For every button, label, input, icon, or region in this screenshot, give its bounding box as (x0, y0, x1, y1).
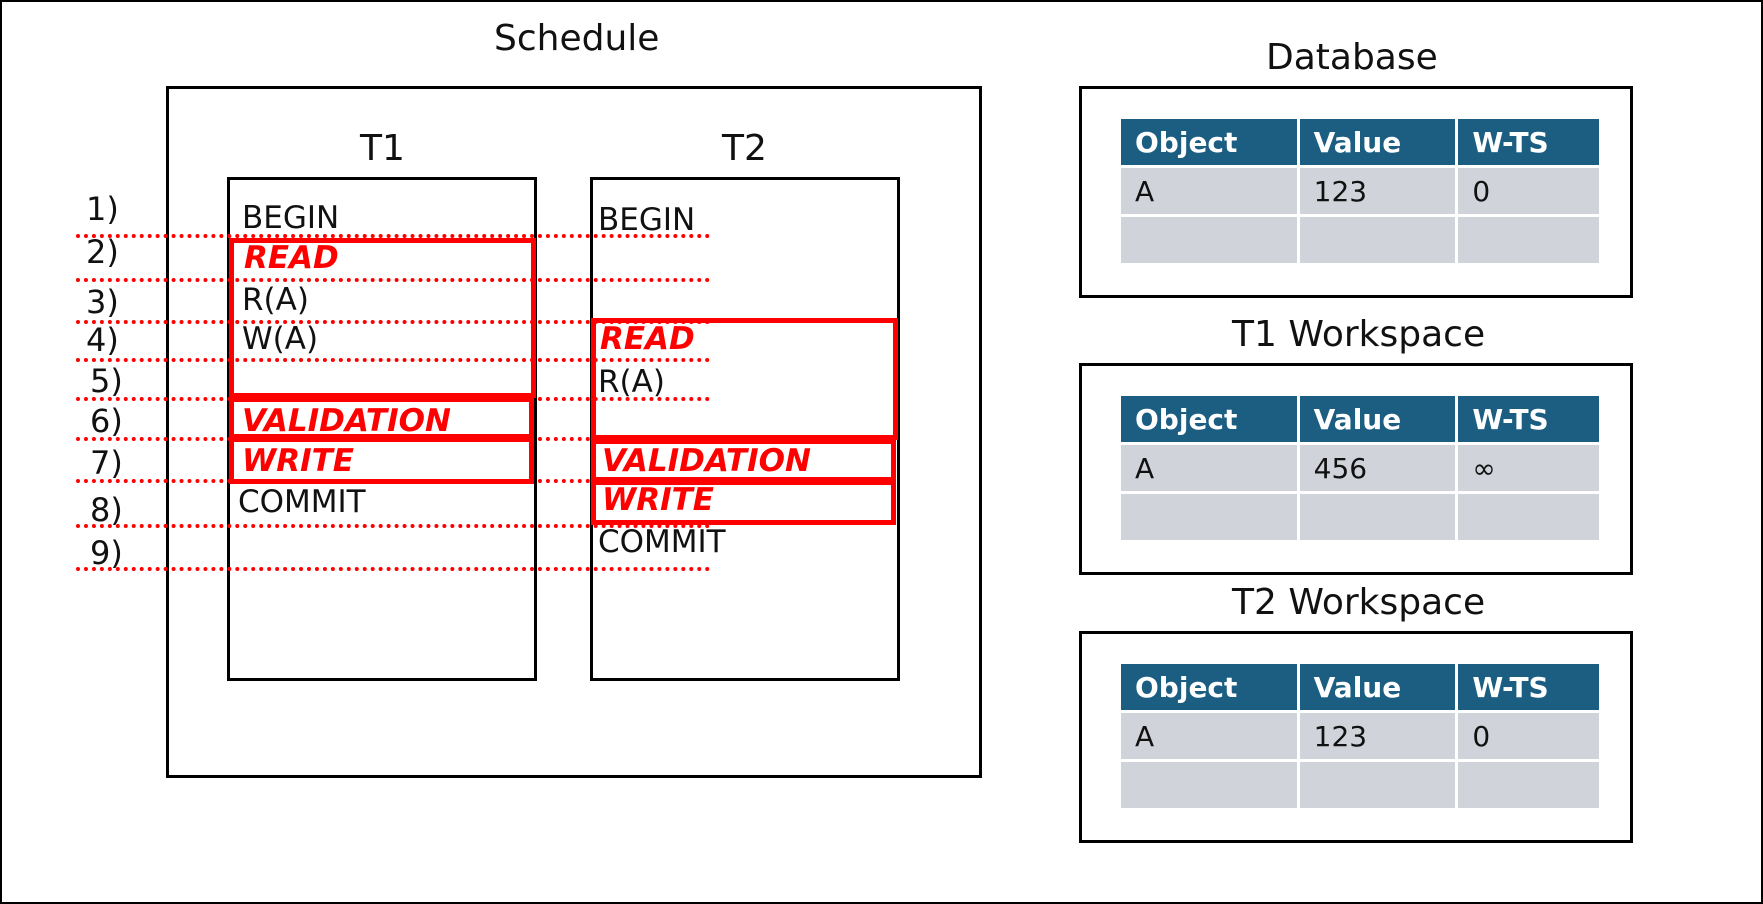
step-6: 6) (90, 402, 123, 440)
table-cell: 123 (1299, 168, 1456, 214)
t1-write-phase-label: WRITE (242, 443, 354, 479)
table-cell: 123 (1299, 713, 1456, 759)
step-9: 9) (90, 534, 123, 572)
table-cell (1121, 217, 1297, 263)
t1-op-commit: COMMIT (238, 484, 366, 520)
table-cell (1299, 494, 1456, 540)
t2-write-phase-label: WRITE (602, 482, 714, 518)
table-cell (1121, 762, 1297, 808)
t1-read-phase-label: READ (244, 240, 339, 276)
t1-op-read-a: R(A) (242, 282, 309, 318)
step-5: 5) (90, 362, 123, 400)
table-cell: A (1121, 168, 1297, 214)
schedule-box (166, 86, 982, 778)
column-header: W-TS (1458, 664, 1599, 710)
t1-read-phase-box (229, 238, 536, 398)
step-2: 2) (86, 233, 119, 271)
table-cell (1458, 494, 1599, 540)
table-cell (1458, 217, 1599, 263)
step-3: 3) (86, 283, 119, 321)
step-divider (76, 278, 710, 282)
t2-label: T2 (722, 128, 767, 169)
t2-read-phase-box (591, 318, 898, 440)
t2-workspace-title: T2 Workspace (1232, 582, 1486, 623)
column-header: Object (1121, 664, 1297, 710)
step-divider (76, 524, 710, 528)
t1-validation-phase-box (229, 397, 534, 439)
t1-op-write-a: W(A) (242, 321, 319, 357)
schedule-title: Schedule (494, 18, 660, 59)
t2-workspace-box (1079, 631, 1633, 843)
step-divider (76, 234, 710, 238)
column-header: Object (1121, 396, 1297, 442)
step-1: 1) (86, 190, 119, 228)
t1-label: T1 (360, 128, 405, 169)
table-row: A 123 0 (1121, 713, 1599, 759)
table-cell (1299, 762, 1456, 808)
t2-write-phase-box (591, 480, 896, 525)
t1-validation-phase-label: VALIDATION (242, 403, 451, 439)
t1-workspace-title: T1 Workspace (1232, 314, 1486, 355)
t1-op-begin: BEGIN (242, 200, 340, 236)
column-header: W-TS (1458, 119, 1599, 165)
t1-workspace-box (1079, 363, 1633, 575)
column-header: W-TS (1458, 396, 1599, 442)
step-divider (76, 567, 710, 571)
table-cell: 0 (1458, 713, 1599, 759)
column-header: Value (1299, 396, 1456, 442)
t2-op-commit: COMMIT (598, 524, 726, 560)
table-row (1121, 217, 1599, 263)
table-cell: A (1121, 445, 1297, 491)
table-cell: A (1121, 713, 1297, 759)
table-header-row: Object Value W-TS (1121, 119, 1599, 165)
table-header-row: Object Value W-TS (1121, 396, 1599, 442)
t2-read-phase-label: READ (600, 321, 695, 357)
t2-op-begin: BEGIN (598, 202, 696, 238)
t1-workspace-table: Object Value W-TS A 456 ∞ (1118, 393, 1602, 543)
step-divider (76, 320, 710, 324)
database-table: Object Value W-TS A 123 0 (1118, 116, 1602, 266)
column-header: Value (1299, 664, 1456, 710)
t2-validation-phase-box (591, 439, 896, 482)
database-title: Database (1266, 37, 1438, 78)
t1-column (227, 177, 537, 681)
table-cell (1458, 762, 1599, 808)
step-8: 8) (90, 491, 123, 529)
table-header-row: Object Value W-TS (1121, 664, 1599, 710)
table-row: A 456 ∞ (1121, 445, 1599, 491)
t2-workspace-table: Object Value W-TS A 123 0 (1118, 661, 1602, 811)
table-cell: ∞ (1458, 445, 1599, 491)
database-box (1079, 86, 1633, 298)
step-divider (76, 358, 710, 362)
table-cell: 0 (1458, 168, 1599, 214)
table-row: A 123 0 (1121, 168, 1599, 214)
column-header: Value (1299, 119, 1456, 165)
table-cell (1299, 217, 1456, 263)
t2-op-read-a: R(A) (598, 364, 665, 400)
table-row (1121, 762, 1599, 808)
t1-write-phase-box (229, 437, 534, 484)
step-4: 4) (86, 321, 119, 359)
t2-validation-phase-label: VALIDATION (602, 443, 811, 479)
table-row (1121, 494, 1599, 540)
table-cell: 456 (1299, 445, 1456, 491)
table-cell (1121, 494, 1297, 540)
column-header: Object (1121, 119, 1297, 165)
step-7: 7) (90, 444, 123, 482)
